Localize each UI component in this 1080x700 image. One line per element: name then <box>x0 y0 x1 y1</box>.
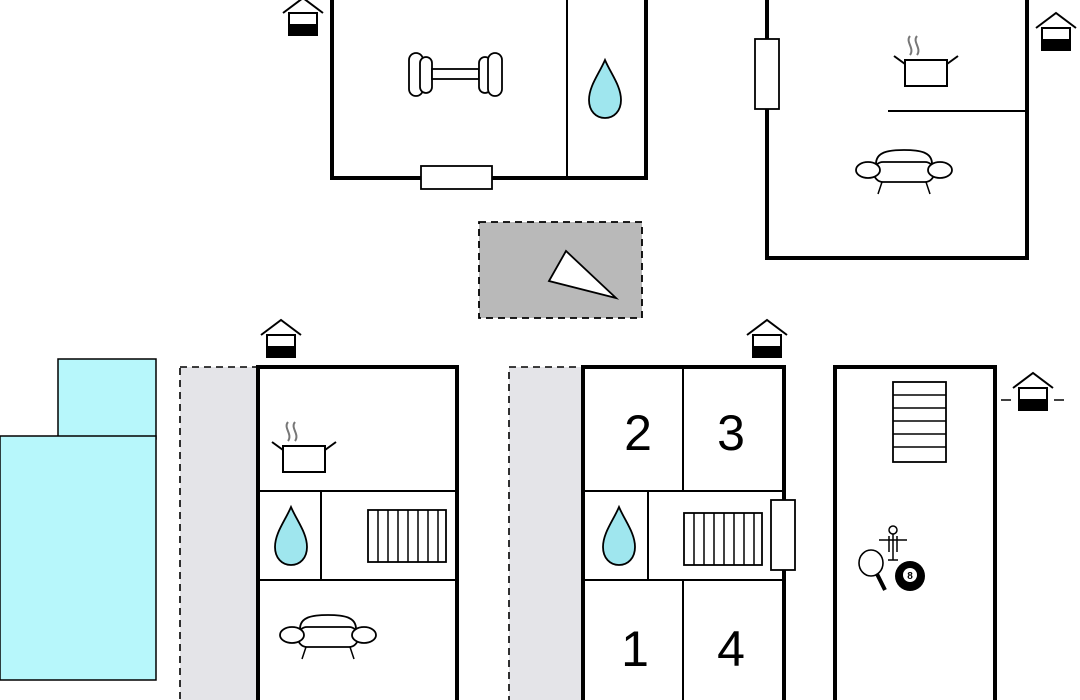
terrace-middle <box>508 366 584 700</box>
building-kitchen-living <box>754 0 1077 260</box>
table-football-icon <box>879 525 907 561</box>
window-icon <box>754 38 780 110</box>
window-icon <box>770 499 796 571</box>
parking-area <box>478 221 643 319</box>
radiator-icon <box>683 512 763 566</box>
cooking-pot-icon <box>271 421 337 473</box>
house-entrance-icon <box>282 0 324 36</box>
bedroom-number-1: 1 <box>621 621 649 677</box>
window-icon <box>420 165 493 190</box>
building-games: 8 <box>833 365 1064 700</box>
sofa-icon <box>855 149 953 195</box>
stairs-icon <box>892 381 947 463</box>
house-entrance-icon <box>260 319 302 358</box>
pool-shallow-area <box>57 358 157 440</box>
dumbbell-icon <box>408 52 503 97</box>
cooking-pot-icon <box>893 35 959 87</box>
pool <box>0 358 157 681</box>
water-drop-icon <box>602 506 636 566</box>
house-entrance-icon <box>1012 372 1054 411</box>
water-drop-icon <box>588 59 622 119</box>
bedroom-number-3: 3 <box>717 405 745 461</box>
radiator-icon <box>367 509 447 563</box>
bedroom-number-2: 2 <box>624 405 652 461</box>
water-drop-icon <box>274 506 308 566</box>
billiard-ball-icon: 8 <box>895 561 925 591</box>
table-tennis-icon <box>858 549 887 591</box>
building-b: 2 3 1 4 <box>581 319 796 700</box>
pool-main-area <box>0 435 157 681</box>
compass-arrow-icon <box>547 249 620 300</box>
terrace-left <box>179 366 259 700</box>
house-entrance-icon <box>1035 12 1077 51</box>
building-gym <box>282 0 648 190</box>
house-entrance-icon <box>746 319 788 358</box>
sofa-icon <box>279 614 377 660</box>
billiard-ball-number: 8 <box>907 571 913 582</box>
building-a <box>256 319 459 700</box>
bedroom-number-4: 4 <box>717 621 745 677</box>
